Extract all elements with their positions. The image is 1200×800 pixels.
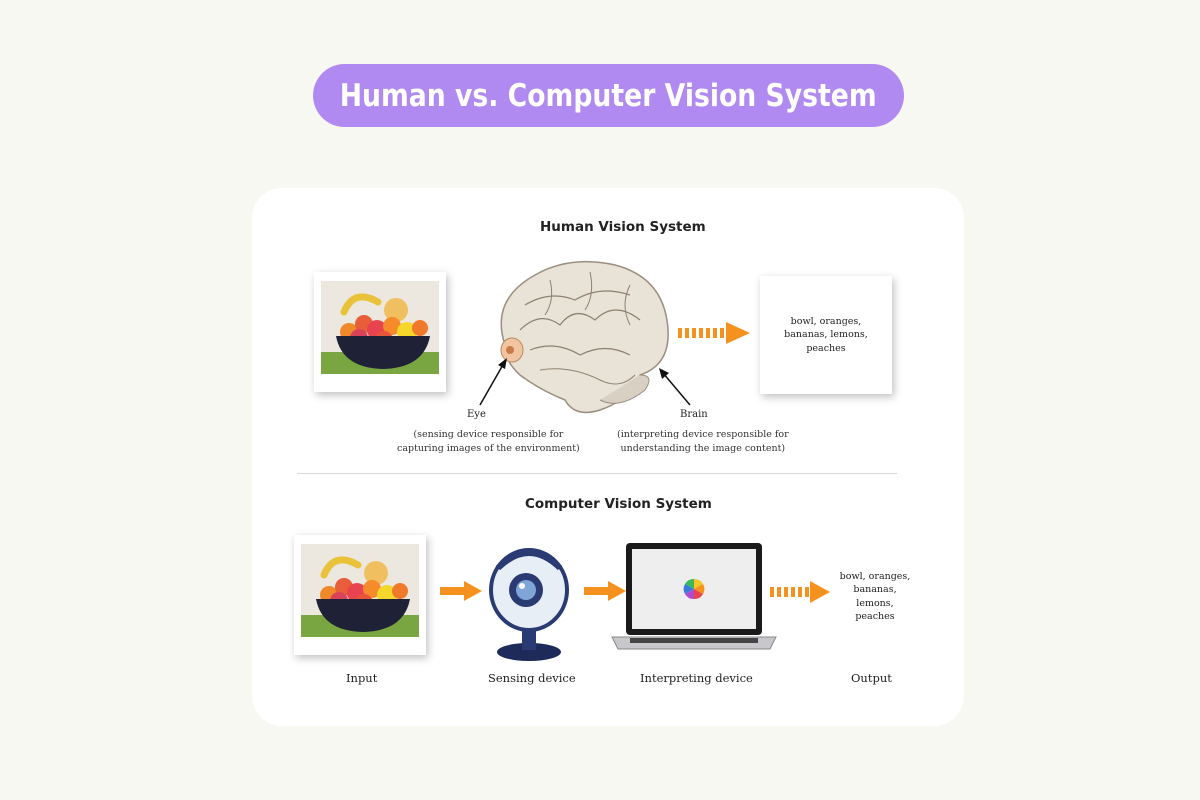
title-banner: Human vs. Computer Vision System — [313, 64, 904, 127]
sensing-device-label: Sensing device — [488, 671, 576, 685]
dashed-arrow-icon — [770, 581, 830, 603]
human-section-title: Human Vision System — [540, 219, 706, 235]
color-wheel-icon — [683, 578, 705, 600]
eye-pointer-arrow — [479, 358, 507, 406]
human-input-photo — [314, 272, 446, 392]
brain-label: Brain — [680, 409, 708, 420]
interpreting-device-label: Interpreting device — [640, 671, 753, 685]
human-output-text: bowl, oranges, bananas, lemons, peaches — [784, 316, 868, 354]
brain-icon — [500, 260, 669, 414]
computer-section-title: Computer Vision System — [525, 496, 712, 512]
arrow-right-icon — [440, 581, 482, 601]
eye-label: Eye — [467, 409, 486, 420]
eye-description: (sensing device responsible for capturin… — [397, 429, 580, 455]
fruit-bowl-icon — [321, 281, 439, 374]
laptop-icon — [611, 543, 777, 650]
webcam-icon — [489, 548, 569, 661]
fruit-bowl-icon — [301, 544, 419, 637]
computer-input-photo — [294, 535, 426, 655]
computer-output-text: bowl, oranges, bananas, lemons, peaches — [839, 571, 911, 622]
dashed-arrow-icon — [678, 322, 750, 344]
output-label: Output — [851, 671, 892, 685]
brain-description: (interpreting device responsible for und… — [617, 429, 789, 455]
human-output-box: bowl, oranges, bananas, lemons, peaches — [760, 276, 892, 394]
arrow-right-icon — [584, 581, 626, 601]
section-divider — [297, 473, 897, 474]
page-title: Human vs. Computer Vision System — [340, 77, 877, 114]
brain-pointer-arrow — [659, 368, 691, 406]
input-label: Input — [346, 671, 378, 685]
